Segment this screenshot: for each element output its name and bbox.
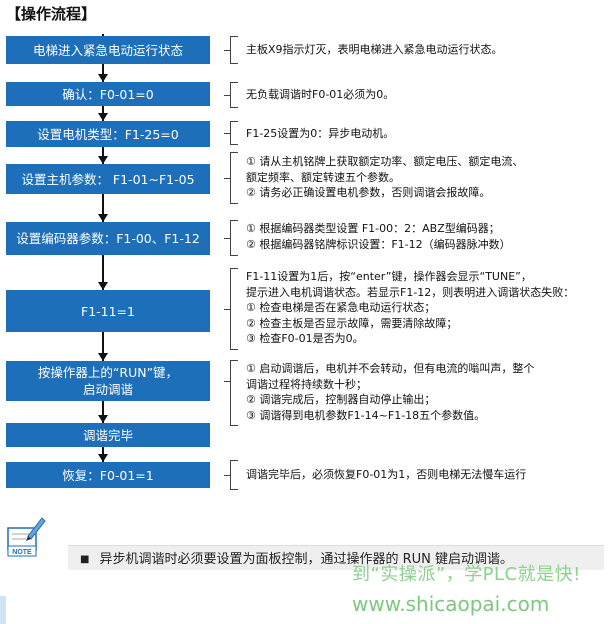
note-line: 提示进入电机调谐状态。若显示F1-12，则表明进入调谐状态失败： (246, 285, 575, 299)
flow-arrow (98, 156, 108, 164)
flow-step-7: 按操作器上的“RUN”键， 启动调谐 (6, 361, 210, 401)
note-8: 调谐完毕后，必须恢复F0-01为1，否则电梯无法慢车运行 (246, 467, 606, 483)
flow-step-4: 设置主机参数： F1-01~F1-05 (6, 164, 210, 194)
note-bracket (224, 360, 238, 426)
bullet-square-icon: ■ (80, 554, 90, 565)
watermark-url: www.shicaopai.com (352, 592, 550, 616)
note-5: ① 根据编码器类型设置 F1-00：2：ABZ型编码器； ② 根据编码器铭牌标识… (246, 221, 606, 252)
flow-arrow (98, 415, 108, 423)
note-banner (68, 545, 604, 570)
note-bracket (224, 121, 238, 145)
note-pencil-icon: NOTE (7, 517, 46, 557)
note-bracket (224, 82, 238, 108)
note-2: 无负载调谐时F0-01必须为0。 (246, 87, 606, 103)
note-line: F1-25设置为0：异步电动机。 (246, 127, 395, 140)
flow-step-3: 设置电机类型：F1-25=0 (6, 121, 210, 147)
flow-step-label: 确认：F0-01=0 (62, 86, 154, 102)
note-bracket (224, 220, 238, 256)
flow-step-label: 设置电机类型：F1-25=0 (37, 126, 179, 142)
flow-arrow (98, 282, 108, 290)
note-1: 主板X9指示灯灭，表明电梯进入紧急电动运行状态。 (246, 42, 606, 58)
flow-step-label: 设置主机参数： F1-01~F1-05 (21, 171, 195, 187)
note-line: F1-11设置为1后，按“enter”键，操作器会显示“TUNE”， (246, 270, 532, 283)
flow-step-8: 调谐完毕 (6, 423, 210, 447)
note-bracket (224, 152, 238, 204)
note-line: ② 根据编码器铭牌标识设置：F1-12（编码器脉冲数） (246, 237, 511, 251)
note-line: ② 请务必正确设置电机参数，否则调谐会报故障。 (246, 186, 491, 199)
flow-step-5: 设置编码器参数：F1-00、F1-12 (6, 222, 210, 255)
note-6: F1-11设置为1后，按“enter”键，操作器会显示“TUNE”， 提示进入电… (246, 269, 606, 347)
note-line: ② 调谐完成后，控制器自动停止输出； (246, 393, 436, 406)
note-7: ① 启动调谐后，电机并不会转动，但有电流的嗡叫声，整个 调谐过程将持续数十秒； … (246, 361, 606, 423)
note-banner-text: ■ 异步机调谐时必须要设置为面板控制，通过操作器的 RUN 键启动调谐。 (80, 548, 513, 567)
note-line: 无负载调谐时F0-01必须为0。 (246, 88, 395, 101)
note-line: 额定频率、额定转速五个参数。 (246, 170, 400, 184)
note-icon-label: NOTE (12, 549, 32, 556)
flow-arrow (98, 454, 108, 462)
flow-step-label: 恢复：F0-01=1 (62, 467, 154, 483)
flow-step-label: 启动调谐 (82, 382, 133, 397)
flow-step-label: F1-11=1 (81, 303, 135, 319)
flow-step-1: 电梯进入紧急电动运行状态 (6, 36, 210, 64)
note-line: ② 检查主板是否显示故障，需要清除故障； (246, 316, 458, 330)
note-line: ③ 检查F0-01是否为0。 (246, 332, 364, 345)
flow-step-6: F1-11=1 (6, 290, 210, 332)
note-line: 调谐过程将持续数十秒； (246, 377, 367, 391)
note-line: ① 启动调谐后，电机并不会转动，但有电流的嗡叫声，整个 (246, 362, 535, 375)
flow-arrow (98, 353, 108, 361)
note-line: ① 请从主机铭牌上获取额定功率、额定电压、额定电流、 (246, 155, 524, 168)
page-title: 【操作流程】 (6, 5, 97, 23)
flow-arrow (98, 113, 108, 121)
flow-step-label: 调谐完毕 (82, 427, 133, 443)
flow-arrow (98, 214, 108, 222)
note-banner-label: 异步机调谐时必须要设置为面板控制，通过操作器的 RUN 键启动调谐。 (99, 552, 513, 567)
flow-step-9: 恢复：F0-01=1 (6, 462, 210, 488)
flow-step-2: 确认：F0-01=0 (6, 82, 210, 106)
note-line: 主板X9指示灯灭，表明电梯进入紧急电动运行状态。 (246, 43, 503, 56)
flow-step-label: 电梯进入紧急电动运行状态 (32, 42, 183, 58)
note-bracket (224, 268, 238, 350)
note-bracket (224, 460, 238, 490)
note-line: ③ 调谐得到电机参数F1-14~F1-18五个参数值。 (246, 408, 486, 422)
watermark-slogan: 到“实操派”，学PLC就是快! (352, 564, 581, 585)
flow-step-label: 设置编码器参数：F1-00、F1-12 (16, 231, 200, 246)
flow-arrow (98, 74, 108, 82)
flow-step-label: 按操作器上的“RUN”键， (37, 365, 179, 380)
note-3: F1-25设置为0：异步电动机。 (246, 126, 606, 142)
note-line: ① 检查电梯是否在紧急电动运行状态； (246, 301, 436, 314)
page-edge-marker (0, 596, 6, 624)
note-line: 调谐完毕后，必须恢复F0-01为1，否则电梯无法慢车运行 (246, 468, 527, 481)
note-line: ① 根据编码器类型设置 F1-00：2：ABZ型编码器； (246, 222, 500, 235)
note-bracket (224, 36, 238, 64)
note-4: ① 请从主机铭牌上获取额定功率、额定电压、额定电流、 额定频率、额定转速五个参数… (246, 154, 606, 201)
